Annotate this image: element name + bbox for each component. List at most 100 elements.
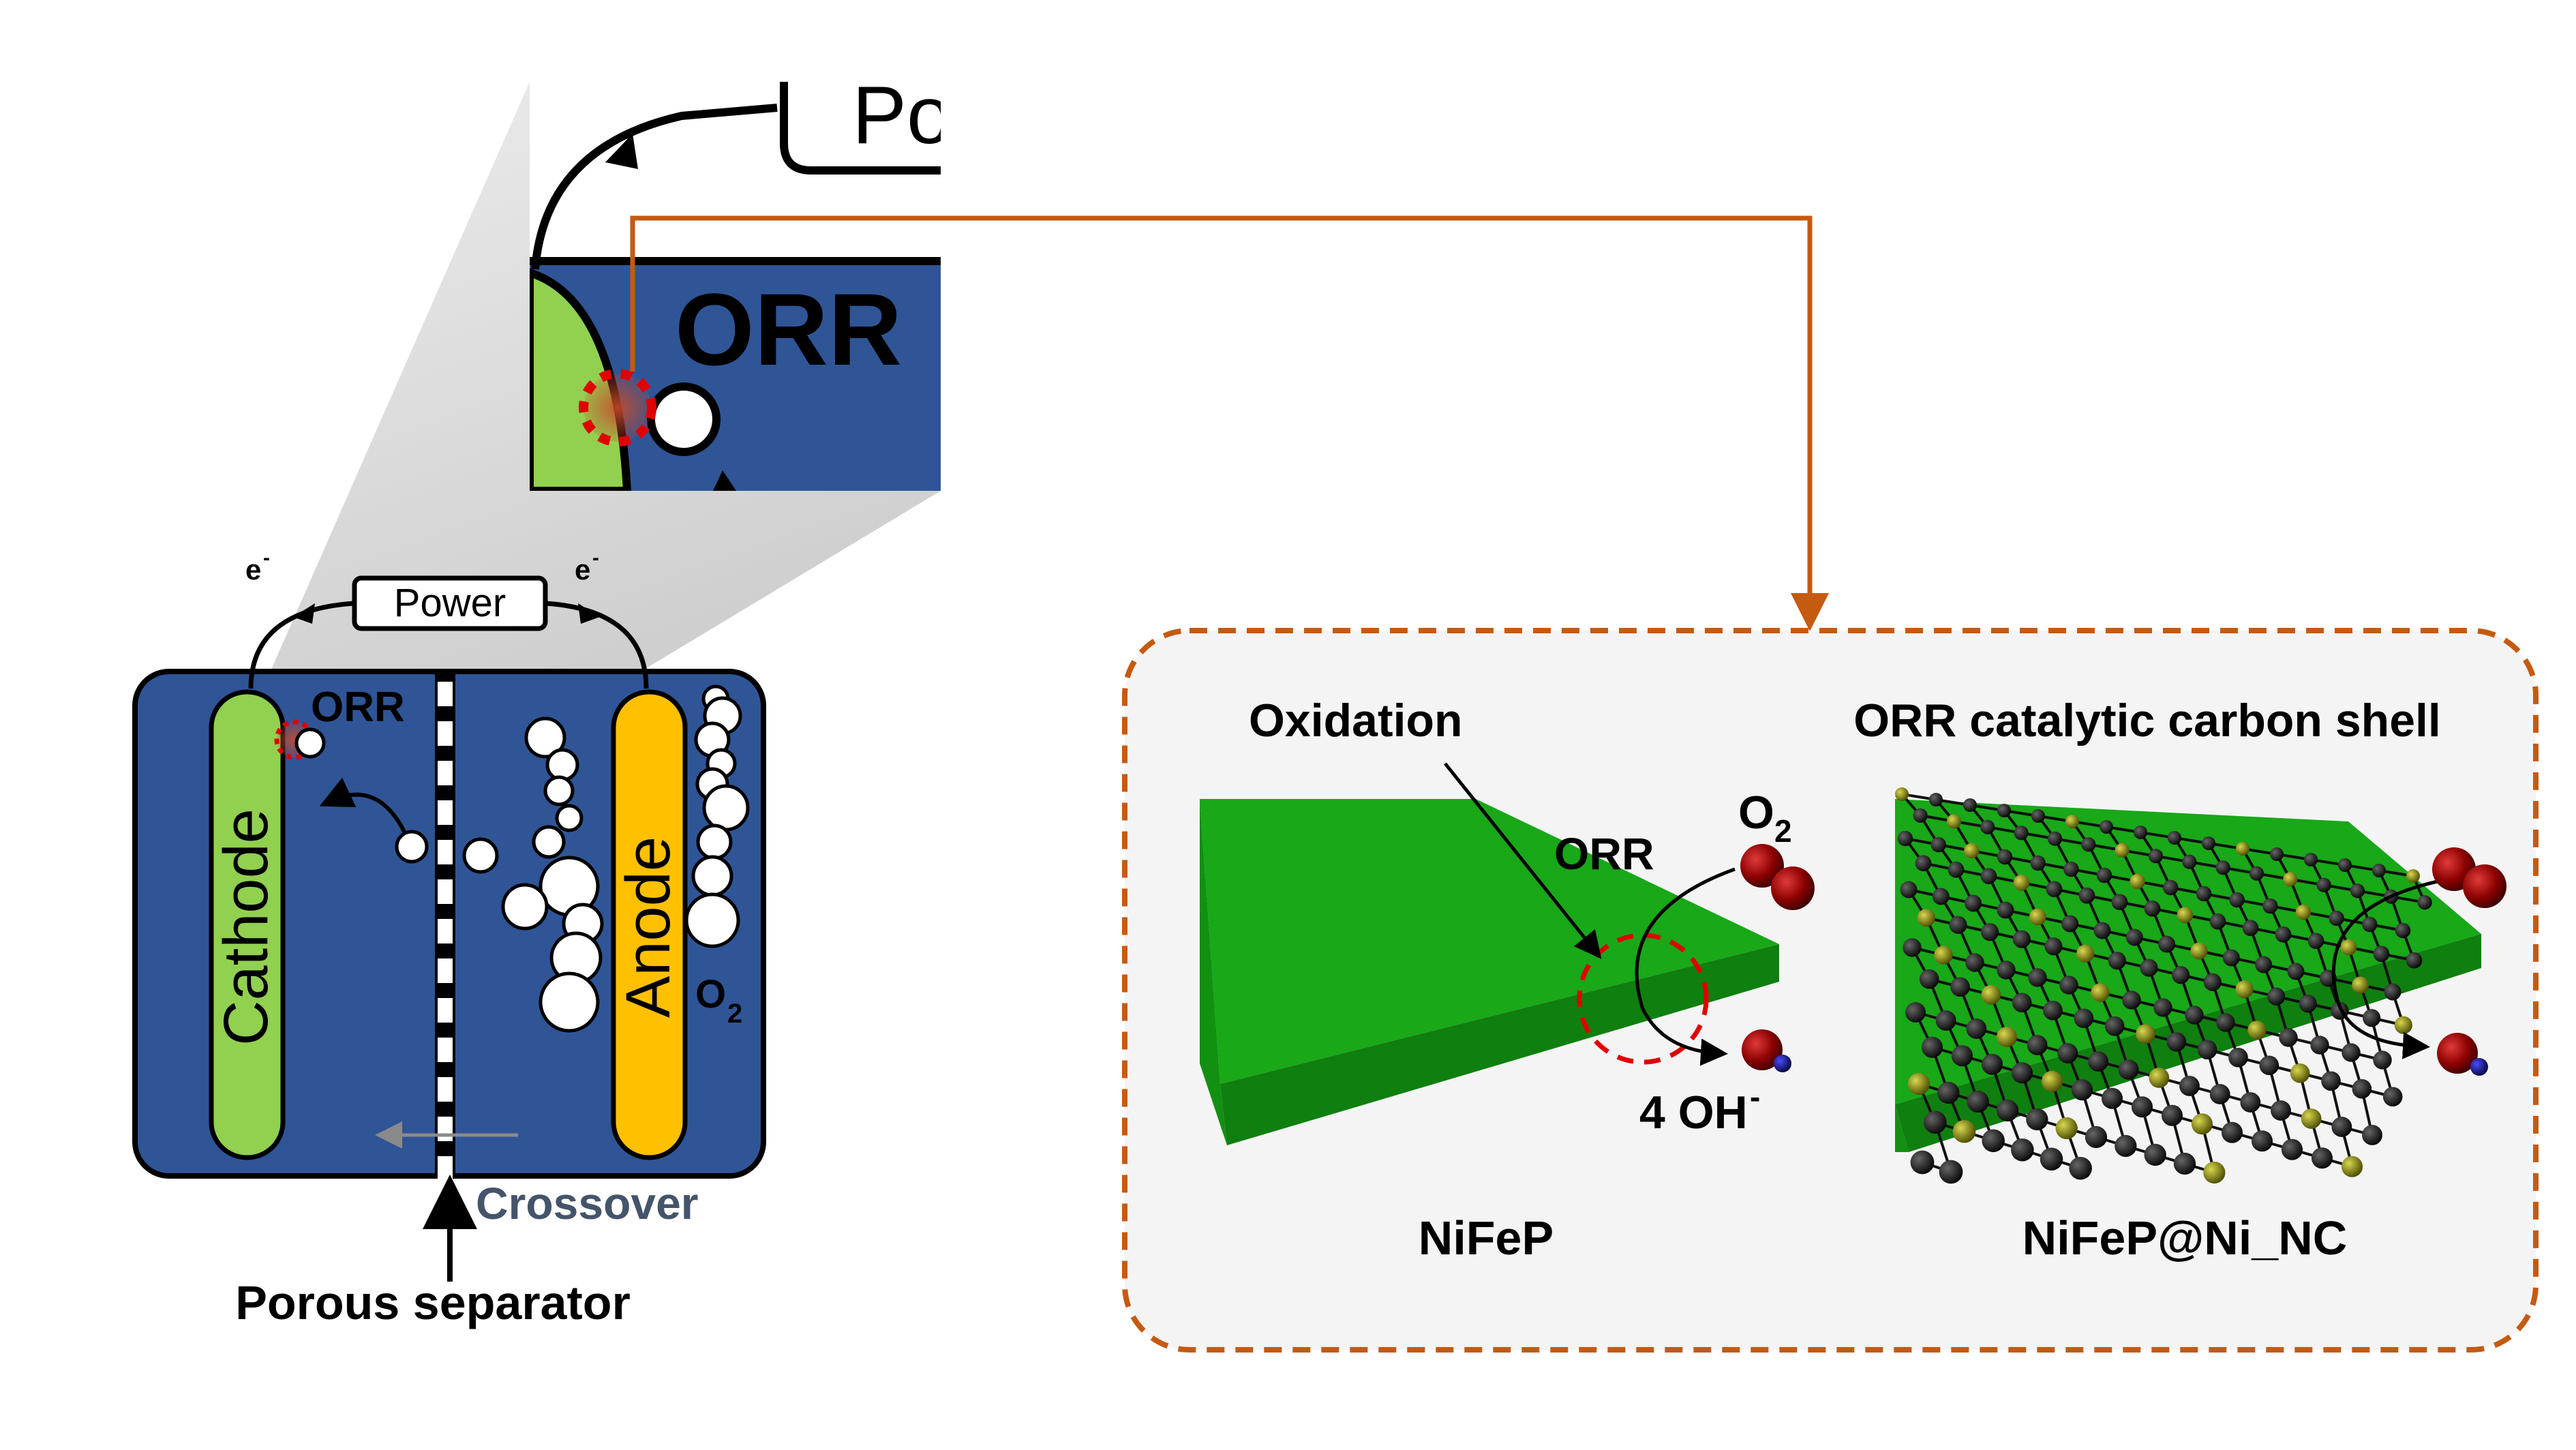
zoom-orr-label: ORR	[675, 272, 902, 387]
carbon-atom	[2063, 861, 2079, 877]
nifep-slab-top	[1200, 799, 1779, 1084]
carbon-atom	[2321, 1071, 2341, 1091]
separator-pore	[438, 919, 453, 943]
carbon-atom	[2363, 1009, 2381, 1027]
carbon-atom	[2222, 949, 2240, 967]
cathode-label: Cathode	[211, 809, 281, 1046]
carbon-atom	[1930, 836, 1946, 853]
dopant-atom	[2013, 874, 2030, 891]
carbon-atom	[2011, 1138, 2034, 1162]
carbon-atom	[2216, 1013, 2235, 1032]
carbon-atom	[1932, 888, 1950, 905]
dopant-atom	[2191, 1113, 2213, 1135]
carbon-atom	[1919, 969, 1939, 989]
left-orr-reaction-arrow	[1635, 867, 1736, 1066]
carbon-atom	[2093, 922, 2111, 939]
dopant-atom	[1981, 984, 2001, 1005]
carbon-atom	[2307, 933, 2324, 950]
carbon-atom	[1900, 881, 1918, 898]
dopant-atom	[2130, 873, 2145, 890]
power-label: Power	[394, 581, 506, 625]
separator-pore	[438, 840, 453, 864]
separator-pore	[438, 1077, 453, 1102]
carbon-atom	[2115, 1134, 2137, 1158]
electrolyzer-cell: Power e - e - Cathode Anode ORR O 2 Cros…	[132, 547, 766, 1329]
carbon-atom	[2108, 952, 2126, 970]
o2-bubble	[462, 837, 499, 874]
carbon-atom	[2166, 1031, 2187, 1052]
carbon-atom	[1997, 804, 2011, 817]
o2-bubble	[532, 825, 566, 859]
carbon-atom	[2071, 1079, 2093, 1101]
carbon-atom	[2202, 836, 2215, 850]
dopant-atom	[2341, 1156, 2363, 1177]
magnification-beam	[266, 82, 941, 682]
carbon-atom	[2373, 1051, 2392, 1070]
carbon-atom	[2215, 860, 2230, 875]
cell-o2-subscript: 2	[727, 999, 742, 1029]
zoom-power-box	[780, 82, 941, 175]
carbon-atom	[1929, 793, 1943, 806]
carbon-atom	[1966, 1018, 1987, 1039]
o2-bubble	[524, 716, 566, 759]
hydroxide-charge: -	[1750, 1079, 1760, 1115]
carbon-atom	[2275, 926, 2292, 943]
nifep-slab-edge	[1200, 799, 1227, 1145]
dopant-atom	[2065, 815, 2079, 828]
dopant-atom	[2394, 1016, 2412, 1034]
separator-pore	[438, 800, 453, 825]
carbon-atom	[2059, 976, 2078, 995]
carbon-atom	[1913, 808, 1928, 823]
carbon-atom	[2153, 998, 2172, 1017]
carbon-atom	[2163, 879, 2179, 896]
carbon-atom	[1910, 1150, 1935, 1175]
carbon-atom	[2088, 1051, 2108, 1072]
carbon-atom	[2046, 881, 2063, 898]
carbon-atom	[1897, 830, 1913, 847]
carbon-atom	[1921, 1036, 1943, 1058]
carbon-atom	[2081, 837, 2096, 852]
separator-pore	[438, 1156, 453, 1181]
carbon-atom	[2362, 1125, 2382, 1145]
carbon-shell-lattice	[1895, 787, 2432, 1184]
carbon-atom	[2148, 849, 2164, 864]
dopant-atom	[2115, 843, 2130, 858]
carbon-atom	[2262, 898, 2278, 914]
carbon-atom	[2267, 987, 2286, 1006]
carbon-atom	[2406, 952, 2423, 969]
carbon-atom	[2310, 1036, 2329, 1055]
carbon-atom	[2011, 1062, 2033, 1084]
carbon-atom	[1967, 1090, 1989, 1113]
carbon-atom	[2131, 1096, 2153, 1118]
dopant-atom	[2091, 983, 2110, 1002]
carbon-atom	[2382, 1087, 2403, 1107]
right-o2-molecule	[2432, 847, 2506, 908]
zoom-catalyst-site	[579, 369, 656, 447]
dopant-atom	[1934, 946, 1953, 965]
carbon-atom	[2111, 894, 2128, 911]
carbon-atom	[2417, 895, 2432, 910]
carbon-atom	[2316, 877, 2331, 892]
carbon-atom	[2096, 867, 2112, 883]
carbon-atom	[1997, 961, 2016, 980]
carbon-atom	[1980, 868, 1997, 885]
carbon-atom	[2012, 993, 2032, 1013]
dopant-atom	[2236, 842, 2249, 856]
carbon-atom	[2271, 1100, 2291, 1121]
dopant-atom	[2136, 1024, 2155, 1044]
carbon-atom	[2209, 913, 2226, 930]
external-circuit-wire	[248, 601, 649, 689]
carbon-atom	[2172, 966, 2190, 984]
carbon-atom	[2279, 1028, 2298, 1047]
carbon-atom	[1997, 901, 2014, 919]
dopant-atom	[2076, 944, 2095, 963]
carbon-atom	[2012, 930, 2031, 948]
cell-o2-label: O	[695, 972, 726, 1016]
o2-bubble	[543, 775, 575, 806]
separator-pore	[438, 879, 453, 904]
oxidation-site-marker	[1577, 933, 1709, 1065]
left-orr-label: ORR	[1554, 828, 1654, 879]
carbon-atom	[1948, 861, 1965, 878]
carbon-atom	[2144, 900, 2161, 917]
dopant-atom	[2029, 908, 2046, 926]
